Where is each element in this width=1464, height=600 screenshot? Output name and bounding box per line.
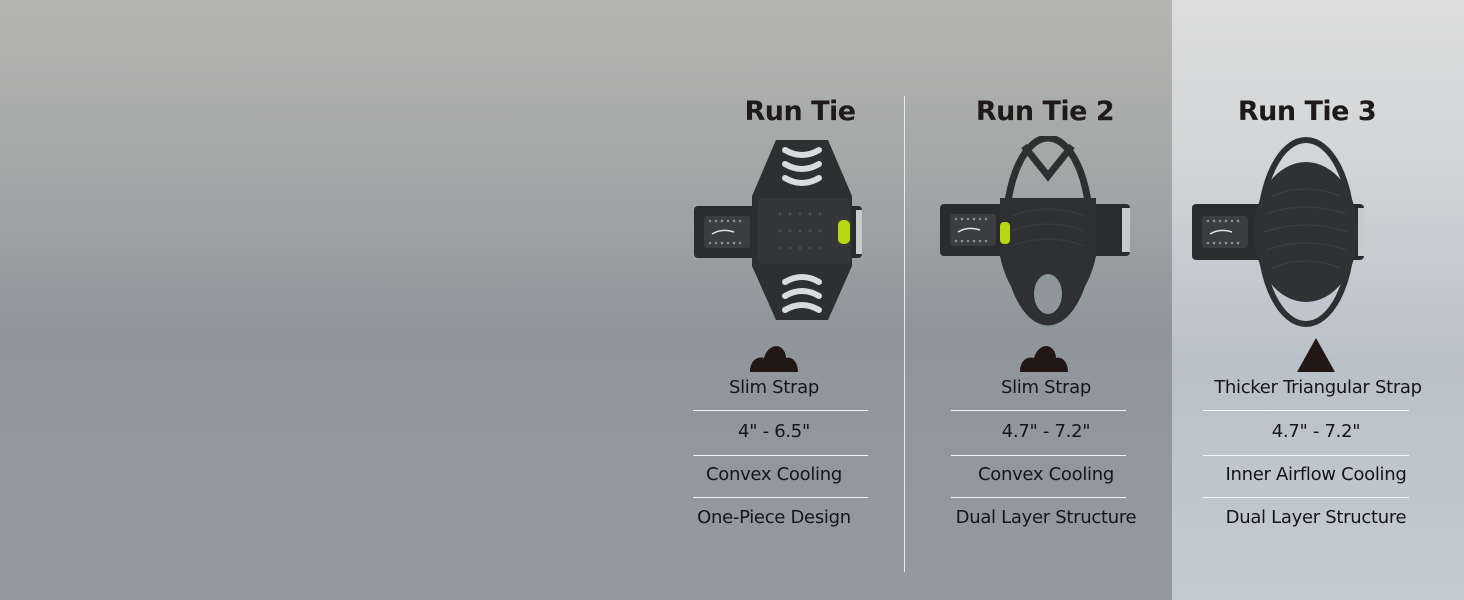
row-divider bbox=[951, 497, 1126, 498]
column-divider bbox=[904, 96, 905, 572]
feature-cooling: Convex Cooling bbox=[977, 464, 1114, 485]
run-tie-product-image bbox=[694, 140, 862, 320]
feature-cooling: Convex Cooling bbox=[705, 464, 842, 485]
feature-structure: Dual Layer Structure bbox=[955, 507, 1137, 528]
feature-strap: Thicker Triangular Strap bbox=[1214, 377, 1422, 398]
feature-size: 4" - 6.5" bbox=[738, 421, 810, 442]
column-title: Run Tie bbox=[744, 96, 856, 127]
run-tie-2-product-image bbox=[940, 136, 1130, 326]
feature-structure: Dual Layer Structure bbox=[1225, 507, 1407, 528]
row-divider bbox=[951, 410, 1126, 411]
column-run-tie: Run Tie Slim Str bbox=[690, 0, 870, 600]
row-divider bbox=[693, 410, 868, 411]
feature-structure: One-Piece Design bbox=[697, 507, 851, 528]
feature-size: 4.7" - 7.2" bbox=[1271, 421, 1361, 442]
row-divider bbox=[693, 455, 868, 456]
column-title: Run Tie 2 bbox=[975, 96, 1115, 127]
feature-cooling: Inner Airflow Cooling bbox=[1225, 464, 1407, 485]
feature-strap: Slim Strap bbox=[728, 377, 820, 398]
column-run-tie-3: Run Tie 3 Thicker Triangular Strap 4.7" … bbox=[1190, 0, 1440, 600]
row-divider bbox=[1203, 410, 1409, 411]
row-divider bbox=[693, 497, 868, 498]
row-divider bbox=[951, 455, 1126, 456]
column-run-tie-2: Run Tie 2 Slim Strap 4.7" - 7.2" Convex … bbox=[940, 0, 1137, 600]
run-tie-3-product-image bbox=[1192, 137, 1364, 327]
triangle-icon bbox=[1297, 338, 1335, 372]
cloud-bump-icon bbox=[1020, 346, 1068, 372]
feature-strap: Slim Strap bbox=[1000, 377, 1092, 398]
row-divider bbox=[1203, 497, 1409, 498]
column-title: Run Tie 3 bbox=[1237, 96, 1377, 127]
feature-size: 4.7" - 7.2" bbox=[1001, 421, 1091, 442]
cloud-bump-icon bbox=[750, 346, 798, 372]
row-divider bbox=[1203, 455, 1409, 456]
